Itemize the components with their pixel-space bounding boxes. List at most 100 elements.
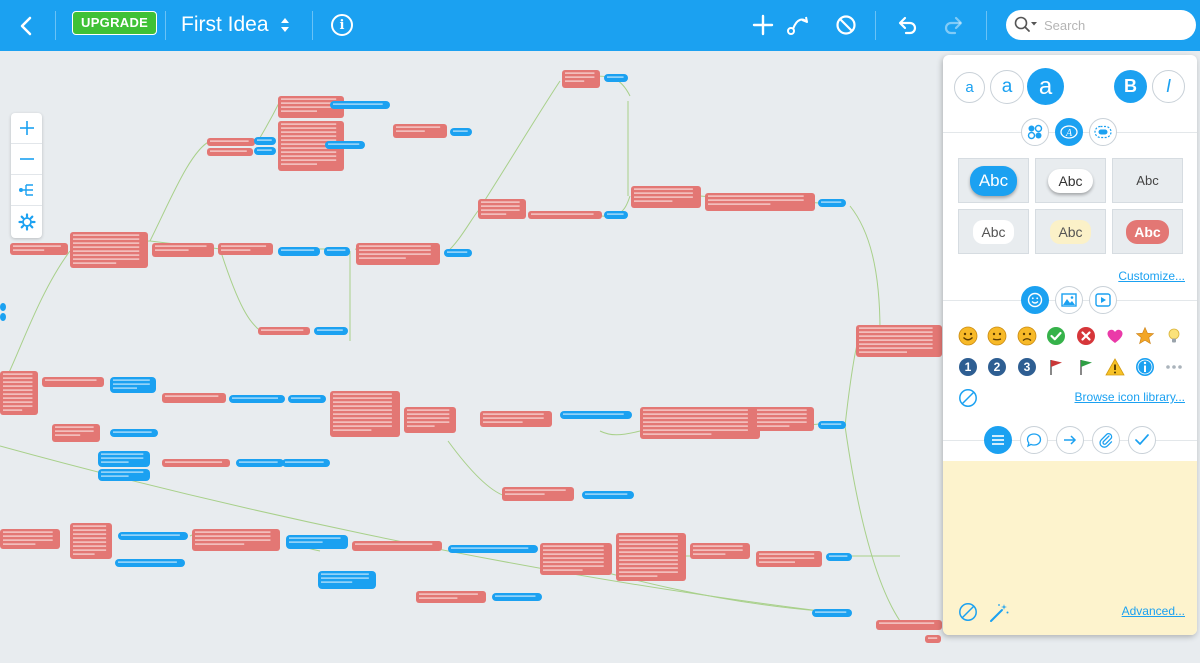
topic-node-red[interactable]: [162, 459, 230, 467]
topic-node-blue[interactable]: [450, 128, 472, 136]
clear-icon-button[interactable]: [958, 388, 978, 413]
topic-node-red[interactable]: [258, 327, 310, 335]
search-input[interactable]: [1044, 17, 1184, 33]
topic-node-blue[interactable]: [324, 247, 350, 256]
topic-node-blue[interactable]: [604, 74, 628, 82]
topic-node-red[interactable]: [754, 407, 814, 431]
zoom-in-button[interactable]: [11, 113, 42, 144]
topic-node-blue[interactable]: [492, 593, 542, 601]
topic-node-red[interactable]: [925, 635, 941, 643]
clear-note-button[interactable]: [958, 602, 978, 627]
info-icon[interactable]: [1134, 356, 1155, 377]
neutral-emoji-icon[interactable]: [987, 325, 1008, 346]
topic-node-blue[interactable]: [254, 137, 276, 145]
style-option[interactable]: Abc: [958, 209, 1029, 254]
topic-node-blue[interactable]: [98, 451, 150, 467]
delete-button[interactable]: [834, 13, 858, 37]
topic-node-red[interactable]: [705, 193, 815, 211]
topic-node-blue[interactable]: [288, 395, 326, 403]
topic-node-blue[interactable]: [282, 459, 330, 467]
topic-node-red[interactable]: [278, 121, 344, 171]
topic-node-blue[interactable]: [0, 303, 6, 311]
topic-node-red[interactable]: [207, 148, 253, 156]
green-flag-icon[interactable]: [1075, 356, 1096, 377]
topic-node-blue[interactable]: [110, 429, 158, 437]
topic-node-blue[interactable]: [582, 491, 634, 499]
topic-node-blue[interactable]: [560, 411, 632, 419]
topic-node-blue[interactable]: [0, 313, 6, 321]
tab-colors[interactable]: [1021, 118, 1049, 146]
back-button[interactable]: [12, 12, 40, 40]
star-icon[interactable]: [1134, 325, 1155, 346]
tab-link[interactable]: [1056, 426, 1084, 454]
topic-node-blue[interactable]: [812, 609, 852, 617]
note-text[interactable]: [955, 471, 1185, 591]
connect-button[interactable]: [787, 13, 811, 37]
priority-2-icon[interactable]: 2: [987, 356, 1008, 377]
style-option[interactable]: Abc: [1112, 209, 1183, 254]
layout-button[interactable]: [11, 175, 42, 206]
undo-button[interactable]: [895, 13, 919, 37]
add-node-button[interactable]: [751, 13, 775, 37]
upgrade-button[interactable]: UPGRADE: [72, 11, 158, 35]
style-option[interactable]: Abc: [1112, 158, 1183, 203]
tab-comments[interactable]: [1020, 426, 1048, 454]
redo-button[interactable]: [942, 13, 966, 37]
topic-node-blue[interactable]: [314, 327, 348, 335]
topic-node-blue[interactable]: [818, 199, 846, 207]
document-title[interactable]: First Idea: [181, 13, 269, 36]
topic-node-red[interactable]: [416, 591, 486, 603]
topic-node-red[interactable]: [404, 407, 456, 433]
style-option[interactable]: Abc: [1035, 158, 1106, 203]
topic-node-blue[interactable]: [826, 553, 852, 561]
topic-node-red[interactable]: [690, 543, 750, 559]
topic-node-blue[interactable]: [325, 141, 365, 149]
topic-node-blue[interactable]: [448, 545, 538, 553]
topic-node-red[interactable]: [480, 411, 552, 427]
browse-icon-library-link[interactable]: Browse icon library...: [1074, 390, 1185, 404]
topic-node-red[interactable]: [756, 551, 822, 567]
topic-node-red[interactable]: [52, 424, 100, 442]
topic-node-blue[interactable]: [115, 559, 185, 567]
topic-node-blue[interactable]: [118, 532, 188, 540]
tab-task[interactable]: [1128, 426, 1156, 454]
mind-map-canvas[interactable]: [0, 51, 1200, 663]
red-cross-icon[interactable]: [1075, 325, 1096, 346]
topic-node-red[interactable]: [616, 533, 686, 581]
topic-node-blue[interactable]: [818, 421, 846, 429]
topic-node-red[interactable]: [42, 377, 104, 387]
topic-node-red[interactable]: [218, 243, 273, 255]
topic-node-red[interactable]: [562, 70, 600, 88]
style-option[interactable]: Abc: [1035, 209, 1106, 254]
sad-emoji-icon[interactable]: [1016, 325, 1037, 346]
topic-node-blue[interactable]: [444, 249, 472, 257]
title-sort-caret-icon[interactable]: [280, 16, 290, 34]
topic-node-red[interactable]: [528, 211, 602, 219]
topic-node-blue[interactable]: [98, 469, 150, 481]
tab-icons[interactable]: [1021, 286, 1049, 314]
topic-node-blue[interactable]: [110, 377, 156, 393]
more-icon[interactable]: [1164, 356, 1185, 377]
italic-button[interactable]: I: [1152, 70, 1185, 103]
tab-text-style[interactable]: A: [1055, 118, 1083, 146]
green-check-icon[interactable]: [1046, 325, 1067, 346]
topic-node-blue[interactable]: [604, 211, 628, 219]
heart-icon[interactable]: [1105, 325, 1126, 346]
search-box[interactable]: [1006, 10, 1196, 40]
topic-node-blue[interactable]: [254, 147, 276, 155]
warning-icon[interactable]: [1105, 356, 1126, 377]
tab-attachment[interactable]: [1092, 426, 1120, 454]
topic-node-red[interactable]: [540, 543, 612, 575]
settings-button[interactable]: [11, 206, 42, 237]
topic-node-red[interactable]: [876, 620, 942, 630]
tab-image[interactable]: [1055, 286, 1083, 314]
magic-wand-button[interactable]: [988, 602, 1010, 629]
mind-map-graph[interactable]: [0, 51, 1200, 663]
red-flag-icon[interactable]: [1046, 356, 1067, 377]
topic-node-red[interactable]: [207, 138, 255, 146]
customize-link[interactable]: Customize...: [1118, 269, 1185, 283]
topic-node-blue[interactable]: [278, 247, 320, 256]
note-editor[interactable]: Advanced...: [943, 461, 1197, 635]
topic-node-red[interactable]: [352, 541, 442, 551]
topic-node-red[interactable]: [640, 407, 760, 439]
